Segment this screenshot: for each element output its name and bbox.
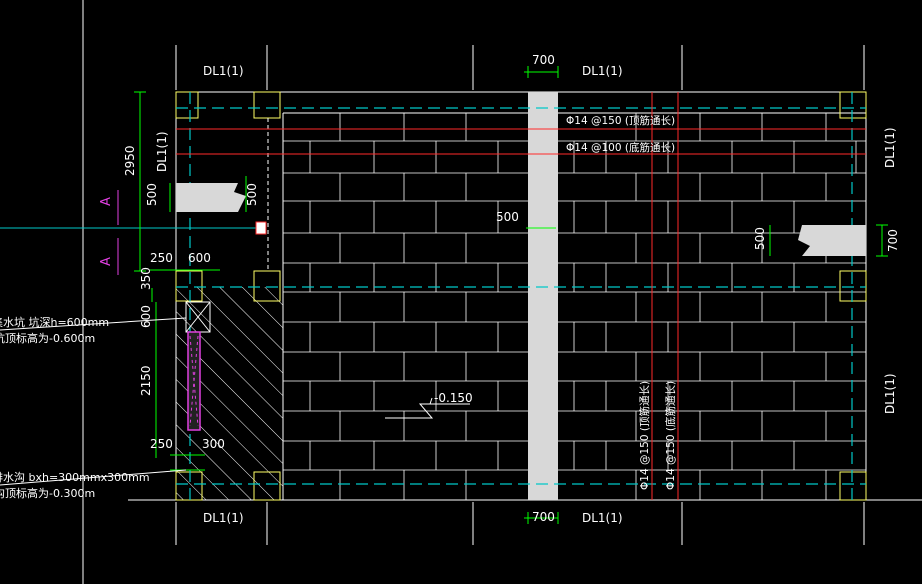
rebar-note-top-2: Φ14 @100 (底筋通长) <box>566 141 675 154</box>
trench-note-line-1: 排水沟 bxh=300mmx300mm <box>0 470 150 484</box>
elevation-symbol <box>385 397 434 419</box>
label-dl-bottom-left: DL1(1) <box>203 511 244 525</box>
label-dl-right-side-top: DL1(1) <box>883 127 897 168</box>
dim-500-left: 500 <box>145 183 159 206</box>
rebar-note-top-1: Φ14 @150 (顶筋通长) <box>566 114 675 127</box>
trench-strip <box>187 331 201 431</box>
label-dl-left-side: DL1(1) <box>155 131 169 172</box>
label-dl-top-right: DL1(1) <box>582 64 623 78</box>
brick-hatch <box>283 113 866 500</box>
rebar-lines <box>176 92 866 500</box>
dim-500-right: 500 <box>753 227 767 250</box>
rebar-note-vert-2: Φ14 @150 (底筋通长) <box>664 381 677 490</box>
column-br <box>839 471 867 501</box>
dim-bottom-700: 700 <box>532 510 555 524</box>
pit-note-line-2: 坑顶标高为-0.600m <box>0 331 95 345</box>
trench-note-line-2: 沟顶标高为-0.300m <box>0 486 95 500</box>
column-tl <box>175 91 199 119</box>
pit-note-line-1: 集水坑 坑深h=600mm <box>0 315 109 329</box>
column-bm <box>253 471 281 501</box>
dim-600-side: 600 <box>139 305 153 328</box>
axis-lines <box>176 92 866 500</box>
small-checker-box <box>255 221 267 235</box>
label-dl-bottom-right: DL1(1) <box>582 511 623 525</box>
dim-300: 300 <box>202 437 225 451</box>
dim-top-700: 700 <box>532 53 555 67</box>
rebar-note-vert-1: Φ14 @150 (顶筋通长) <box>638 381 651 490</box>
label-dl-top-left: DL1(1) <box>203 64 244 78</box>
dim-2150: 2150 <box>139 365 153 396</box>
label-dl-right-side-bottom: DL1(1) <box>883 373 897 414</box>
dim-500-center: 500 <box>496 210 519 224</box>
column-ml <box>175 270 203 302</box>
columns <box>175 91 867 501</box>
dim-2950: 2950 <box>123 145 137 176</box>
column-bl <box>175 471 203 501</box>
dim-250-top: 250 <box>150 251 173 265</box>
center-wall <box>528 92 558 500</box>
elevation-label: -0.150 <box>434 391 473 405</box>
section-label-a-bottom: A <box>99 257 114 266</box>
opening-right <box>798 225 866 256</box>
dim-250-bottom: 250 <box>150 437 173 451</box>
column-tr <box>839 91 867 119</box>
column-tm <box>253 91 281 119</box>
dim-500-opening: 500 <box>245 183 259 206</box>
dim-350: 350 <box>139 267 153 290</box>
section-label-a-top: A <box>99 197 114 206</box>
trench-note-leader <box>0 469 187 486</box>
dimension-lines <box>134 66 888 524</box>
dim-600-top: 600 <box>188 251 211 265</box>
pit-note-leader <box>0 317 187 331</box>
opening-left <box>176 183 246 212</box>
dim-right-700: 700 <box>886 229 900 252</box>
column-mm <box>253 270 281 302</box>
column-mr <box>839 270 867 302</box>
